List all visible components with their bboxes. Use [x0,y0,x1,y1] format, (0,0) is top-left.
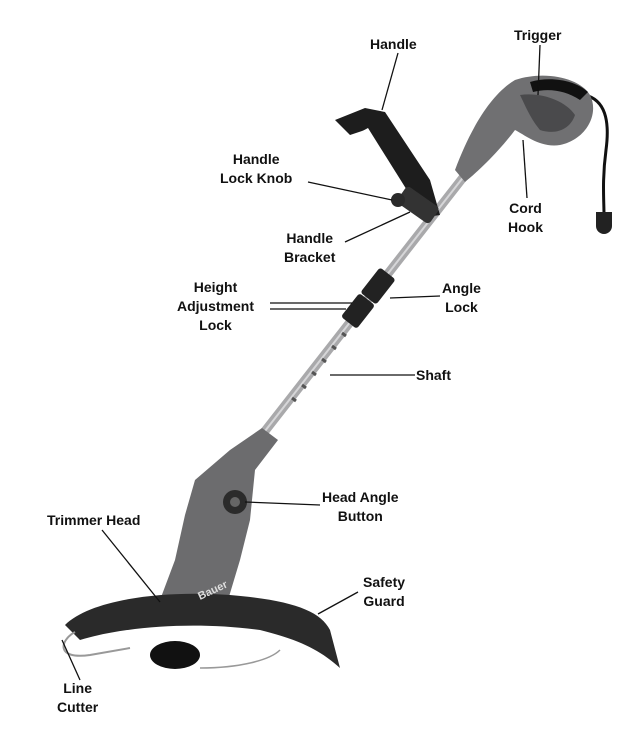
head-housing [160,428,278,620]
label-text: Cord [509,200,542,216]
label-text: Trimmer Head [47,512,141,528]
label-text: Adjustment [177,298,254,314]
label-text: Hook [508,219,543,235]
label-text: Cutter [57,699,99,715]
label-text: Lock [199,317,232,333]
trigger [530,79,588,100]
safety-guard [65,593,340,668]
label-text: Height [193,279,238,295]
leader-trimmer-head [101,529,161,603]
label-handle: Handle [370,35,417,54]
leader-handle-bracket [344,211,411,243]
leader-safety-guard [317,591,359,615]
label-text: Lock [445,299,478,315]
power-cord [584,93,609,216]
label-text: Line [63,680,92,696]
height-adjustment-lock [342,294,374,328]
trimmer-spool [150,641,200,669]
handle-lock-knob [391,193,405,207]
label-trimmer-head: Trimmer Head [47,511,140,530]
leader-handle [381,52,399,111]
label-text: Head Angle [322,489,399,505]
label-text: Safety [363,574,406,590]
plug [596,212,612,234]
label-trigger: Trigger [514,26,561,45]
label-text: Button [337,508,383,524]
label-shaft: Shaft [416,366,451,385]
leader-cord-hook [522,139,528,199]
leader-head-angle-button [244,501,321,506]
label-text: Guard [363,593,405,609]
label-text: Lock Knob [220,170,293,186]
label-text: Handle [286,230,334,246]
leader-line-cutter [61,639,81,681]
label-text: Handle [370,36,417,52]
angle-lock [361,268,395,304]
leader-angle-lock [389,295,441,299]
leader-trigger [537,44,541,96]
handle-bracket [397,186,439,224]
label-text: Trigger [514,27,562,43]
label-text: Bracket [284,249,336,265]
leader-handle-lock-knob [307,181,393,201]
label-text: Angle [442,280,481,296]
label-text: Handle [232,151,280,167]
label-text: Shaft [416,367,451,383]
